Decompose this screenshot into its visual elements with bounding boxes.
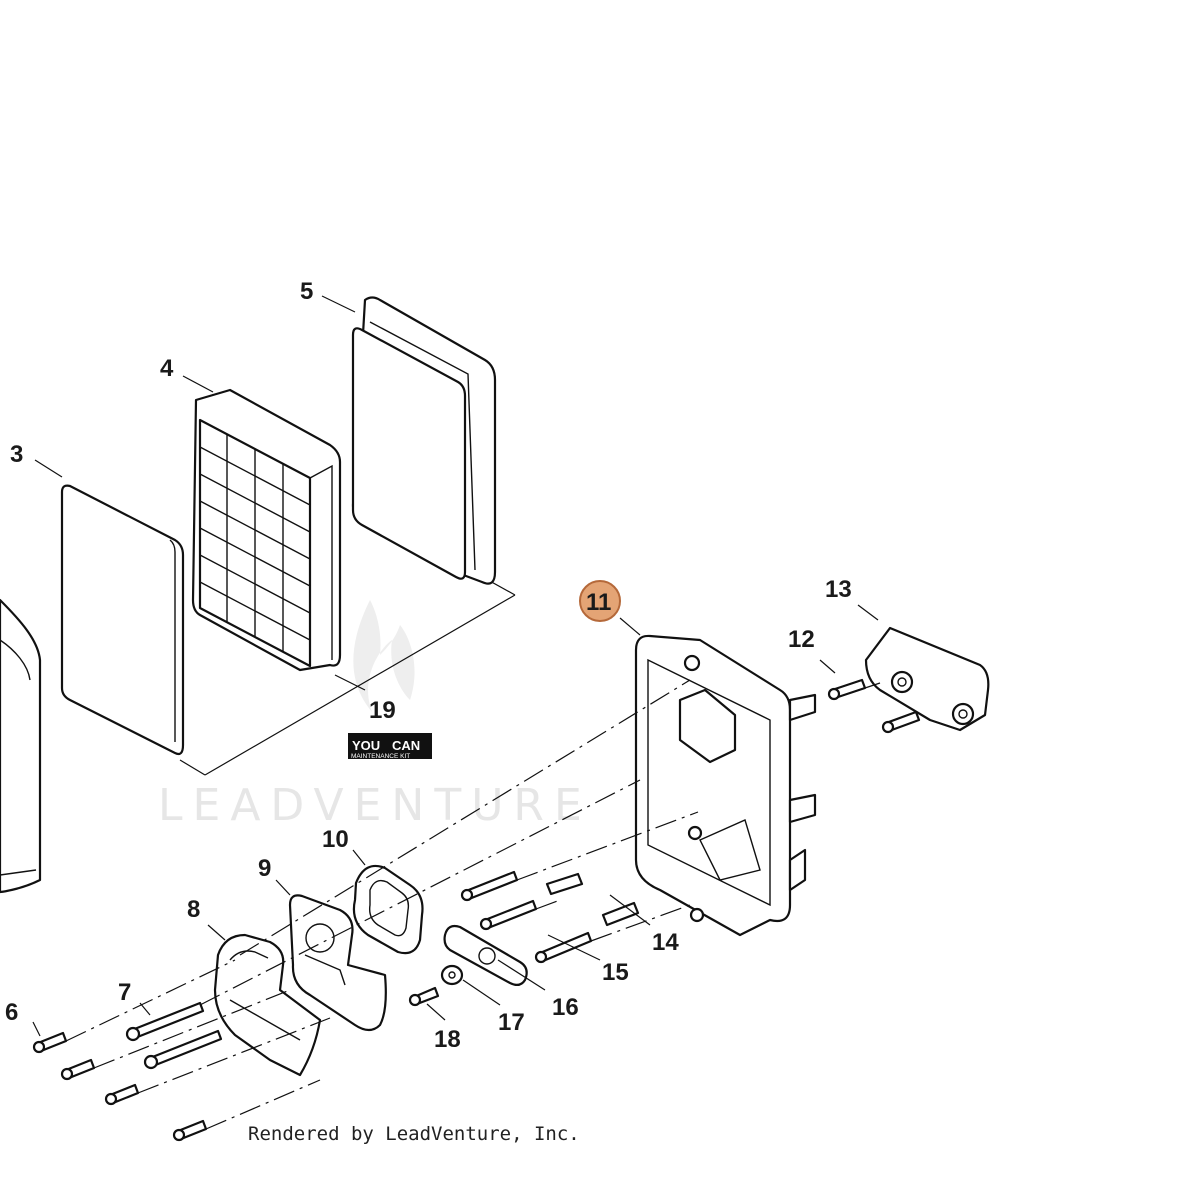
main-filter (351, 296, 497, 585)
small-screw (408, 986, 440, 1007)
callout-6[interactable]: 6 (5, 999, 18, 1026)
dowel-pins (545, 872, 640, 927)
watermark-text: LEADVENTURE (158, 780, 592, 831)
callout-labels[interactable]: 3 4 5 6 7 8 9 10 11 12 13 14 15 16 17 18… (5, 278, 852, 1053)
callout-14[interactable]: 14 (652, 929, 679, 956)
callout-13[interactable]: 13 (825, 576, 852, 603)
callout-10[interactable]: 10 (322, 826, 349, 853)
air-cleaner-cover-partial (0, 598, 42, 894)
breather-bracket (864, 626, 990, 732)
bracket-screws (827, 678, 921, 734)
watermark: LEADVENTURE (158, 600, 592, 831)
pre-filter-pad (60, 484, 185, 756)
callout-15[interactable]: 15 (602, 959, 629, 986)
intake-elbow (213, 933, 322, 1077)
callout-leaders (32, 295, 879, 1037)
callout-12[interactable]: 12 (788, 626, 815, 653)
kit-badge-subtitle: MAINTENANCE KIT (351, 753, 410, 760)
washer (440, 964, 464, 986)
retainer-plate (443, 924, 528, 987)
long-screws (460, 870, 593, 964)
kit-badge-you: YOU (352, 738, 380, 753)
callout-18[interactable]: 18 (434, 1026, 461, 1053)
callout-9[interactable]: 9 (258, 855, 271, 882)
highlight-badge (579, 580, 621, 622)
render-credit: Rendered by LeadVenture, Inc. (248, 1123, 580, 1145)
callout-8[interactable]: 8 (187, 896, 200, 923)
cover-screws (125, 1001, 223, 1070)
filter-grid (199, 434, 311, 652)
gasket (352, 864, 424, 955)
callout-11[interactable]: 11 (586, 589, 611, 616)
callout-17[interactable]: 17 (498, 1009, 525, 1036)
callout-5[interactable]: 5 (300, 278, 313, 305)
seal-plate (288, 894, 387, 1032)
alignment-lines (65, 679, 881, 1130)
air-filter-element (191, 388, 342, 672)
flame-watermark-icon (353, 600, 415, 712)
callout-7[interactable]: 7 (118, 979, 131, 1006)
kit-badge-can: CAN (392, 738, 420, 753)
air-cleaner-base (634, 634, 817, 937)
maintenance-kit-badge: YOU CAN MAINTENANCE KIT (348, 733, 432, 760)
callout-16[interactable]: 16 (552, 994, 579, 1021)
callout-19[interactable]: 19 (369, 697, 396, 724)
callout-3[interactable]: 3 (10, 441, 23, 468)
callout-4[interactable]: 4 (160, 355, 174, 382)
